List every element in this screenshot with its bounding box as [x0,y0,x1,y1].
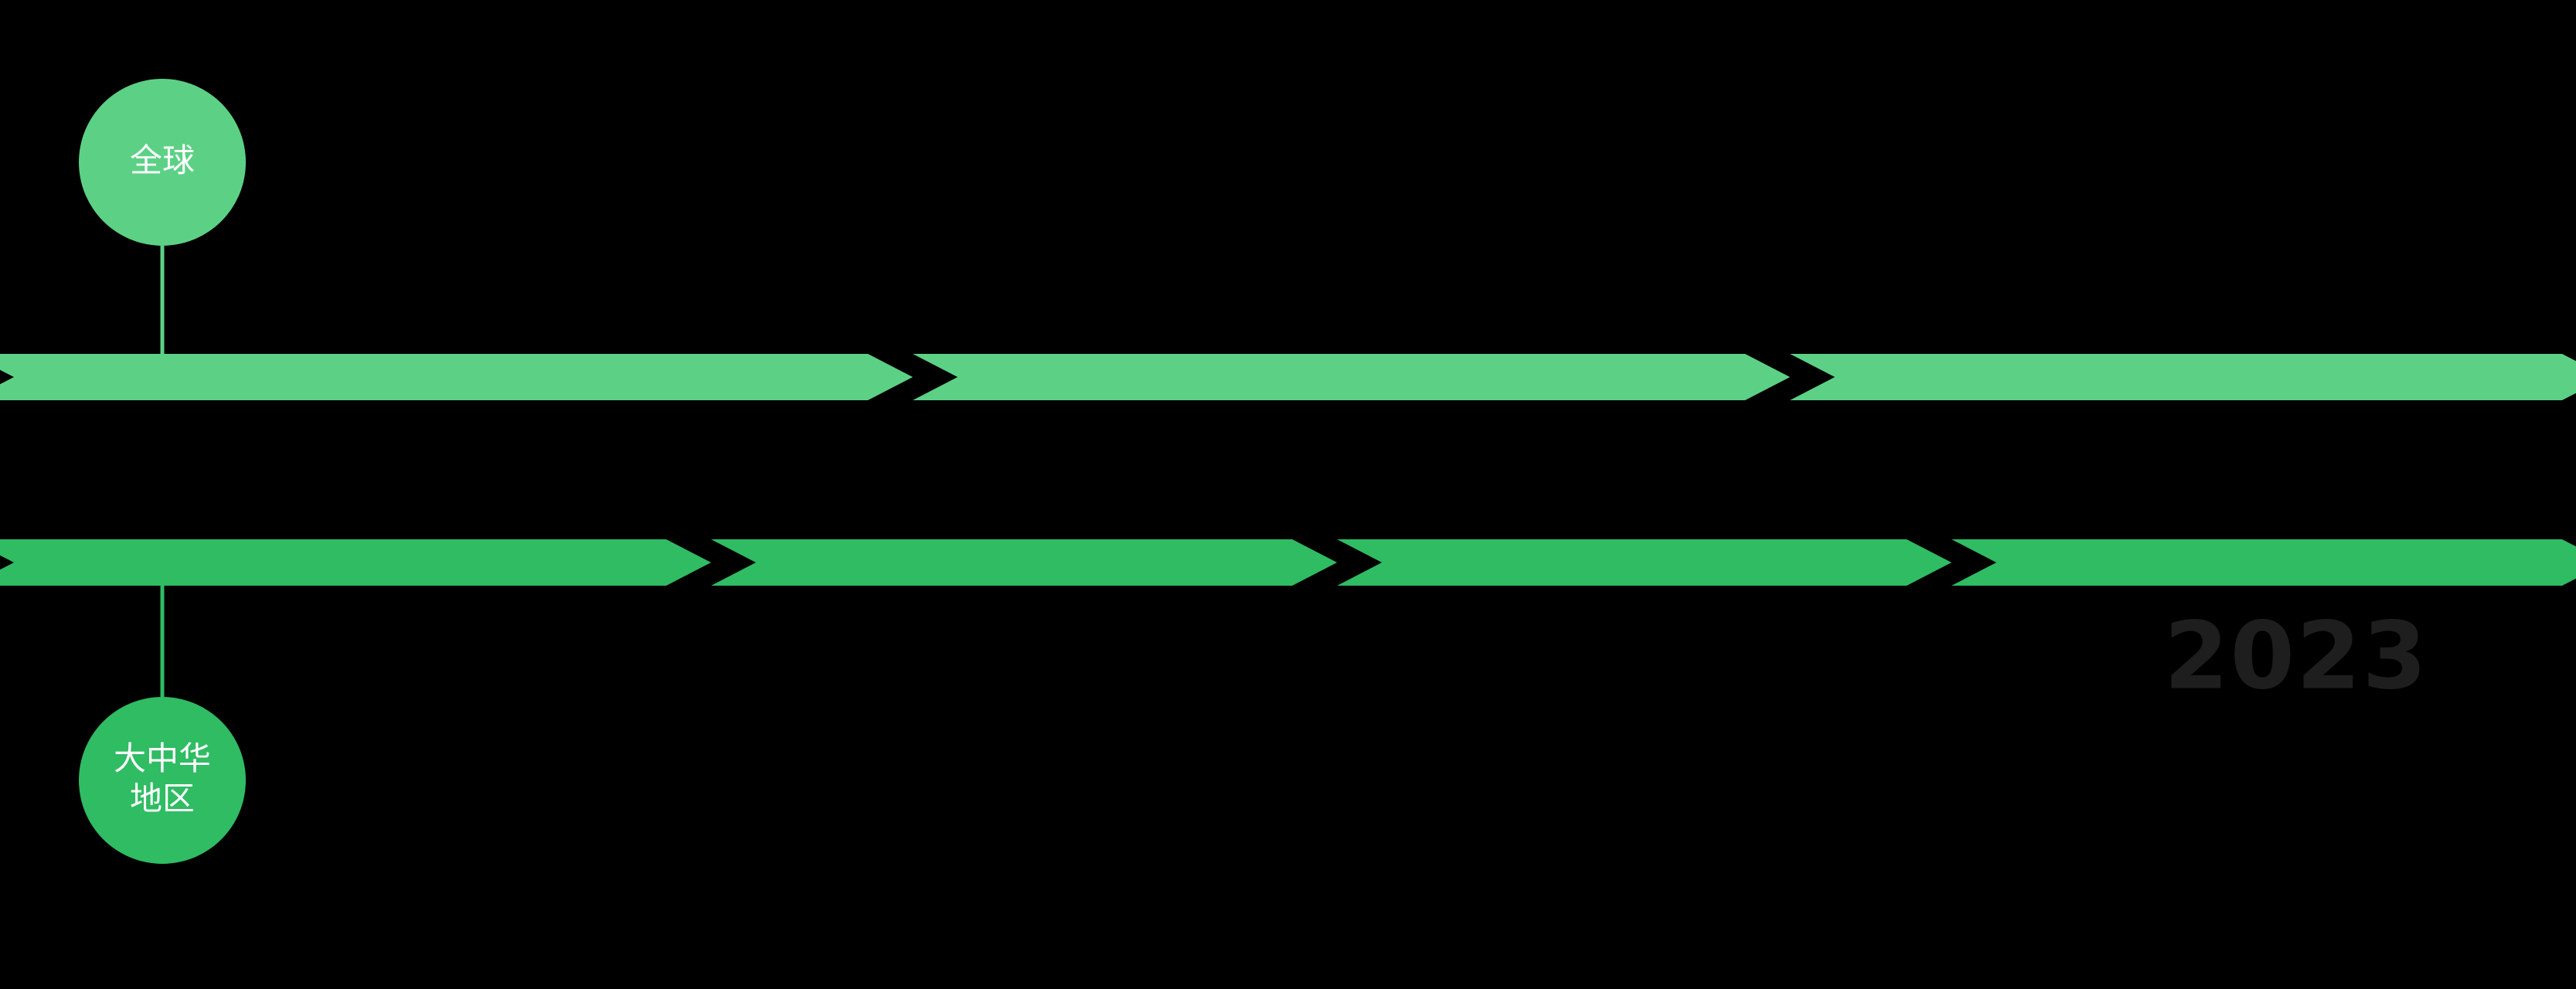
track-segment[interactable] [0,539,711,586]
node-label: 全球 [130,141,195,179]
node-circle[interactable] [79,79,246,246]
track-segment[interactable] [0,354,913,400]
track-segment[interactable] [1337,539,1952,586]
track-segment[interactable] [1790,354,2576,400]
timeline-track-track-global [0,354,2576,400]
year-2023: 2023 [2164,603,2428,711]
node-circle[interactable] [79,697,246,864]
node-global[interactable]: 全球 [79,79,246,354]
year-markers-layer: 2023 [2164,603,2428,711]
node-greater-china[interactable]: 大中华地区 [79,586,246,864]
node-label: 大中华地区 [114,739,211,817]
node-connector-stem [160,246,165,354]
timeline-track-track-greater-china [0,539,2576,586]
node-connector-stem [160,586,165,697]
tracks-layer [0,354,2576,586]
track-segment[interactable] [711,539,1337,586]
track-segment[interactable] [1952,539,2576,586]
track-segment[interactable] [913,354,1790,400]
